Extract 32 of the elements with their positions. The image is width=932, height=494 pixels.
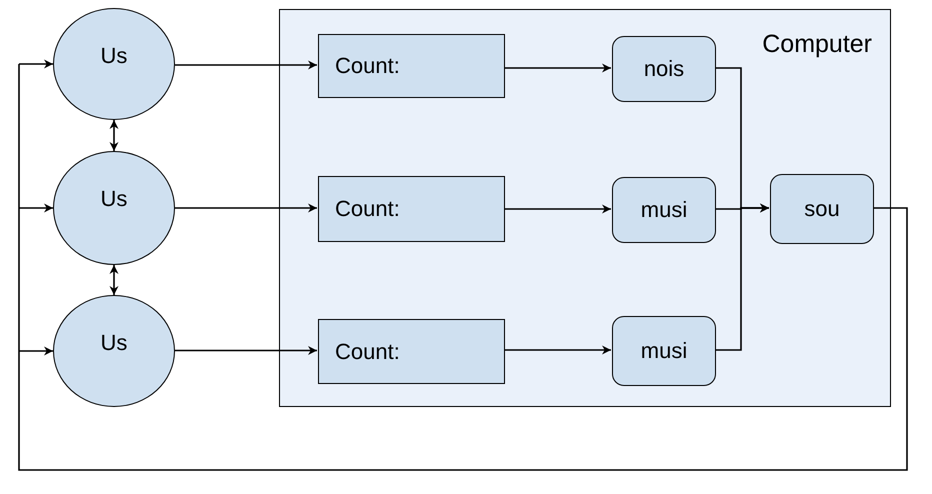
feedback-line (18, 64, 908, 471)
arrow (175, 60, 317, 70)
arrow (110, 265, 118, 295)
node-label: Count: (335, 338, 400, 364)
node-label: Us (100, 330, 128, 356)
arrow (175, 204, 317, 212)
node-label: sou (804, 196, 840, 222)
group-title: Computer (762, 30, 872, 59)
process-box (318, 34, 505, 98)
arrow (175, 346, 317, 355)
process-rounded-box (770, 174, 874, 244)
process-rounded-box (612, 316, 716, 386)
arrow (19, 60, 53, 68)
node-label: Us (100, 186, 128, 212)
node-label: Count: (335, 196, 400, 222)
node-label: Count: (335, 53, 400, 79)
process-rounded-box (612, 177, 716, 243)
process-box (318, 176, 505, 242)
arrow (504, 64, 611, 72)
group-container (279, 9, 891, 407)
node-label: musi (640, 338, 688, 364)
process-box (318, 319, 505, 384)
process-rounded-box (612, 36, 716, 102)
arrow (715, 204, 769, 351)
node-label: nois (644, 56, 684, 82)
arrow (19, 204, 53, 212)
arrow (110, 120, 118, 151)
arrow (504, 204, 611, 214)
node-label: Us (100, 43, 128, 69)
arrow (504, 346, 611, 354)
arrow (19, 346, 53, 356)
node-label: musi (640, 197, 688, 223)
